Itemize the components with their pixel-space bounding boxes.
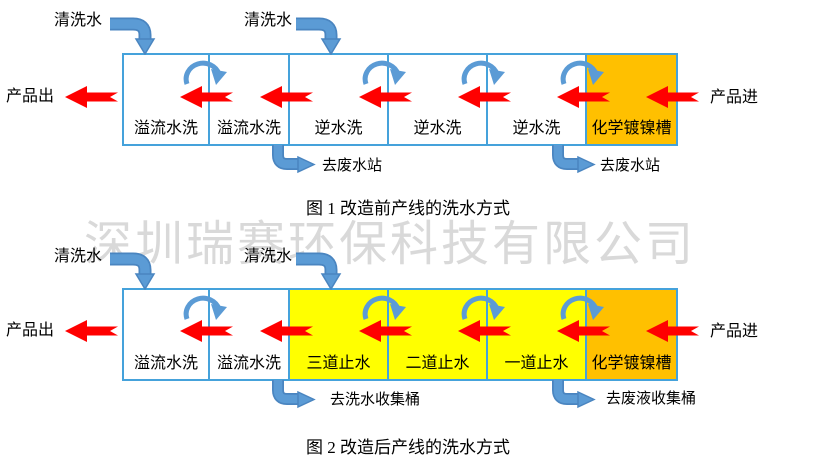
product-flow-arrow-icon	[179, 318, 233, 344]
tank-label: 逆水洗	[413, 120, 462, 137]
overflow-arc-arrow-icon	[560, 56, 606, 86]
tank-label: 一道止水	[504, 355, 569, 372]
drain-arrow-icon	[550, 380, 596, 414]
overflow-arc-arrow-icon	[560, 291, 606, 321]
product-flow-arrow-icon	[556, 318, 610, 344]
product-in-label: 产品进	[710, 89, 759, 106]
overflow-arc-arrow-icon	[362, 56, 408, 86]
product-flow-arrow-icon	[556, 84, 610, 110]
product-flow-arrow-icon	[457, 318, 511, 344]
product-flow-arrow-icon	[179, 84, 233, 110]
drain-arrow-icon	[270, 145, 316, 179]
product-flow-arrow-icon	[358, 318, 412, 344]
product-flow-arrow-icon	[259, 84, 313, 110]
tank-label: 化学镀镍槽	[591, 120, 672, 137]
drain-arrow-icon	[270, 380, 316, 414]
product-out-label: 产品出	[6, 88, 55, 105]
tank-label: 化学镀镍槽	[591, 355, 672, 372]
overflow-arc-arrow-icon	[183, 56, 229, 86]
clean-water-label: 清洗水	[244, 248, 293, 265]
tank-label: 溢流水洗	[216, 355, 281, 372]
figure-caption: 图 2 改造后产线的洗水方式	[306, 438, 510, 457]
tank-cell: 溢流水洗	[124, 290, 208, 379]
clean-water-inflow-arrow-icon	[296, 250, 346, 290]
overflow-arc-arrow-icon	[183, 291, 229, 321]
tank-label: 溢流水洗	[216, 120, 281, 137]
clean-water-label: 清洗水	[244, 12, 293, 29]
clean-water-label: 清洗水	[54, 12, 103, 29]
drain-arrow-icon	[550, 145, 596, 179]
drain-label: 去废液收集桶	[606, 390, 697, 407]
product-flow-arrow-icon	[64, 318, 118, 344]
tank-label: 溢流水洗	[133, 120, 198, 137]
overflow-arc-arrow-icon	[461, 291, 507, 321]
product-flow-arrow-icon	[457, 84, 511, 110]
drain-label: 去废水站	[600, 157, 661, 174]
product-flow-arrow-icon	[645, 318, 699, 344]
product-out-label: 产品出	[6, 322, 55, 339]
tank-label: 逆水洗	[512, 120, 561, 137]
clean-water-inflow-arrow-icon	[296, 15, 346, 55]
overflow-arc-arrow-icon	[362, 291, 408, 321]
product-flow-arrow-icon	[259, 318, 313, 344]
watermark: 深圳瑞赛环保科技有限公司	[84, 218, 697, 271]
drain-label: 去洗水收集桶	[330, 391, 421, 408]
tank-label: 逆水洗	[314, 120, 363, 137]
product-flow-arrow-icon	[645, 84, 699, 110]
clean-water-label: 清洗水	[54, 248, 103, 265]
product-flow-arrow-icon	[64, 84, 118, 110]
product-in-label: 产品进	[710, 323, 759, 340]
clean-water-inflow-arrow-icon	[110, 15, 160, 55]
clean-water-inflow-arrow-icon	[110, 250, 160, 290]
tank-label: 三道止水	[306, 355, 371, 372]
tank-label: 溢流水洗	[133, 355, 198, 372]
figure-caption: 图 1 改造前产线的洗水方式	[306, 199, 510, 218]
tank-label: 二道止水	[405, 355, 470, 372]
drain-label: 去废水站	[322, 157, 383, 174]
overflow-arc-arrow-icon	[461, 56, 507, 86]
product-flow-arrow-icon	[358, 84, 412, 110]
